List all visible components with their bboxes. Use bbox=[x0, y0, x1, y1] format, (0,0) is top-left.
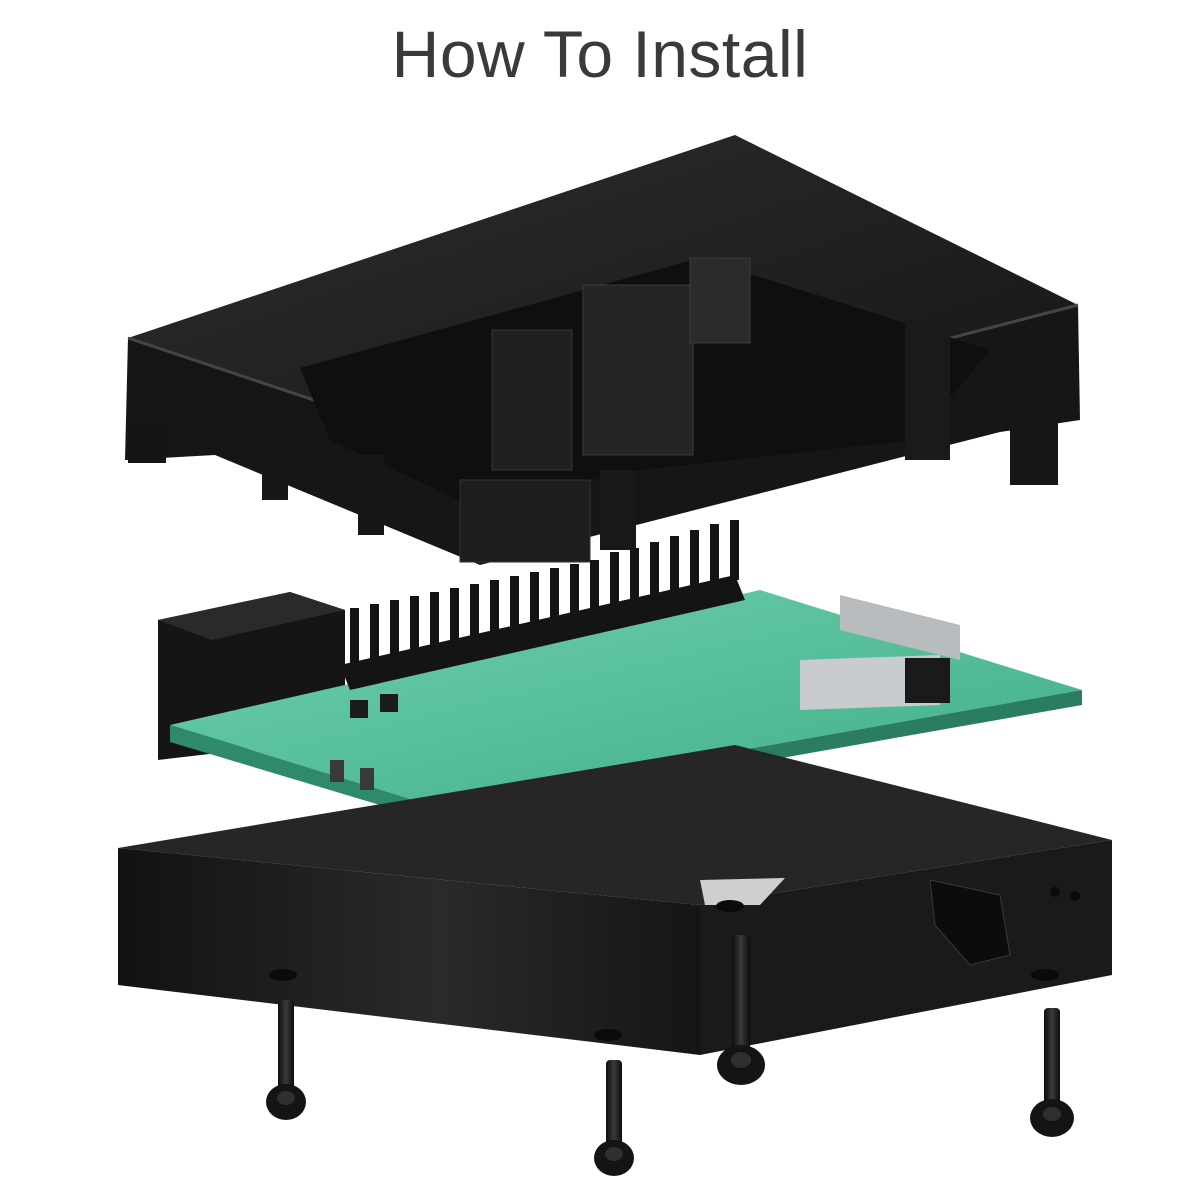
screw bbox=[1030, 1008, 1074, 1137]
bottom-case-base bbox=[118, 745, 1112, 1055]
screw bbox=[594, 1060, 634, 1176]
gpio-pin-header bbox=[350, 520, 739, 668]
page-title: How To Install bbox=[391, 17, 809, 91]
top-case-lid bbox=[125, 135, 1080, 565]
screw bbox=[717, 935, 765, 1085]
screw bbox=[266, 1000, 306, 1120]
